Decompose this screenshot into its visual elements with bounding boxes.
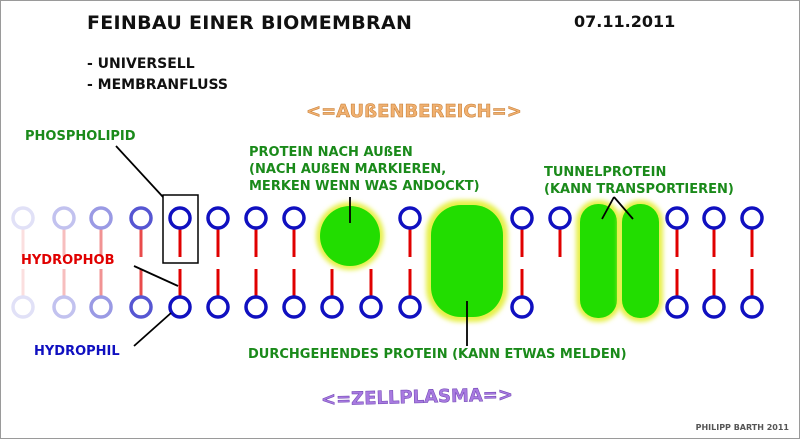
- phospholipid-outer-3: [129, 206, 153, 257]
- phospholipid-outer-6: [244, 206, 268, 257]
- hydrophil-label: HYDROPHIL: [34, 344, 120, 359]
- phospholipid-outer-9: [510, 206, 534, 257]
- phospholipid-inner-9: [359, 269, 383, 319]
- phospholipid-inner-14: [740, 269, 764, 319]
- phospholipid-outer-7: [282, 206, 306, 257]
- hydrophob-label: HYDROPHOB: [21, 253, 115, 268]
- inner-region-label: <=ZELLPLASMA=>: [321, 384, 513, 410]
- phospholipid-inner-10: [398, 269, 422, 319]
- phospholipid-outer-11: [665, 206, 689, 257]
- phospholipid-inner-11: [510, 269, 534, 319]
- phospholipid-inner-6: [244, 269, 268, 319]
- phospholipid-inner-7: [282, 269, 306, 319]
- phospholipid-inner-3: [129, 269, 153, 319]
- phospholipid-outer-8: [398, 206, 422, 257]
- phospholipid-outer-12: [702, 206, 726, 257]
- bullet-membranfluss: - MEMBRANFLUSS: [87, 77, 229, 93]
- pointer-lines: [115, 145, 634, 347]
- phospholipid-outer-10: [548, 206, 572, 257]
- tunnel-protein-line-2: (KANN TRANSPORTIEREN): [544, 182, 734, 197]
- protein-outside-line-3: MERKEN WENN WAS ANDOCKT): [249, 179, 480, 194]
- tunnel-protein-label: TUNNELPROTEIN (KANN TRANSPORTIEREN): [544, 164, 734, 198]
- tunnel-protein: [576, 200, 663, 322]
- bullet-universell: - UNIVERSELL: [87, 56, 195, 72]
- protein-outside-line-1: PROTEIN NACH AUßEN: [249, 145, 413, 160]
- phospholipid-bilayer: [11, 206, 764, 319]
- page-title: FEINBAU EINER BIOMEMBRAN: [87, 12, 413, 34]
- phospholipid-outer-13: [740, 206, 764, 257]
- phospholipid-highlight-box: [162, 194, 199, 264]
- date-label: 07.11.2011: [574, 12, 676, 31]
- outer-region-label: <=AUßENBEREICH=>: [306, 101, 522, 122]
- phospholipid-outer-2: [89, 206, 113, 257]
- phospholipid-outer-0: [11, 206, 35, 257]
- protein-outside-line-2: (NACH AUßEN MARKIEREN,: [249, 162, 447, 177]
- phospholipid-inner-5: [206, 269, 230, 319]
- transmembrane-protein-label: DURCHGEHENDES PROTEIN (KANN ETWAS MELDEN…: [248, 347, 627, 362]
- phospholipid-inner-4: [168, 269, 192, 319]
- phospholipid-label: PHOSPHOLIPID: [25, 129, 136, 144]
- phospholipid-inner-0: [11, 269, 35, 319]
- author-credit: PHILIPP BARTH 2011: [695, 423, 789, 432]
- phospholipid-outer-5: [206, 206, 230, 257]
- phospholipid-outer-1: [52, 206, 76, 257]
- phospholipid-inner-12: [665, 269, 689, 319]
- protein-outside-label: PROTEIN NACH AUßEN (NACH AUßEN MARKIEREN…: [249, 144, 480, 195]
- phospholipid-outer-4: [168, 206, 192, 257]
- tunnel-protein-line-1: TUNNELPROTEIN: [544, 165, 667, 180]
- phospholipid-inner-13: [702, 269, 726, 319]
- phospholipid-inner-1: [52, 269, 76, 319]
- transmembrane-protein: [426, 200, 508, 322]
- phospholipid-inner-2: [89, 269, 113, 319]
- peripheral-protein: [316, 202, 384, 270]
- phospholipid-inner-8: [320, 269, 344, 319]
